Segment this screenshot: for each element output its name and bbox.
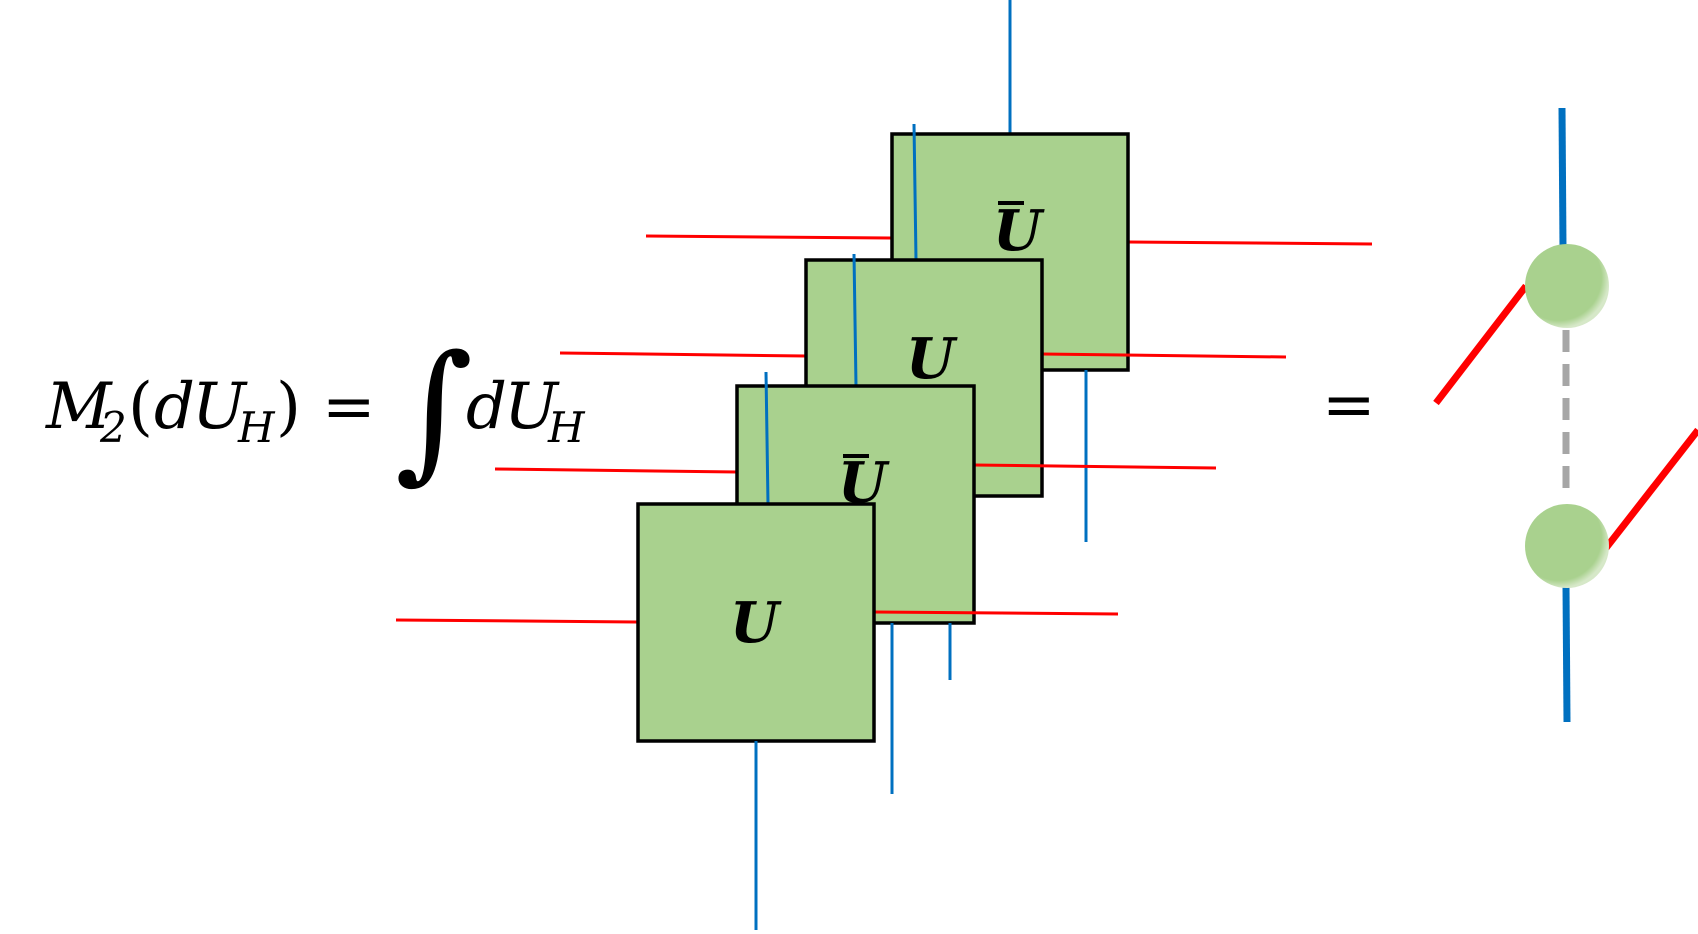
bottom-blue-leg <box>1562 585 1571 723</box>
top-red-leg <box>1433 283 1529 406</box>
rhs-equals: = <box>1322 368 1376 442</box>
lhs-paren-open: ( <box>128 370 153 444</box>
tensor-3-label: U <box>906 326 958 392</box>
tensor-3-top-wire <box>912 123 918 261</box>
tensor-3-input-wire <box>559 351 807 358</box>
measure-d: d <box>466 370 507 444</box>
tensor-2-top-wire <box>852 253 858 387</box>
lhs-measure-u: U <box>192 370 248 444</box>
tensor-4-label: U <box>993 198 1045 264</box>
measure-u: U <box>504 370 560 444</box>
tensor-2-output-wire <box>973 463 1217 470</box>
tensor-3-output-wire <box>1041 352 1287 359</box>
lhs-paren-close: ) <box>276 370 301 444</box>
tensor-1-label: U <box>730 590 782 656</box>
tensor-1-output-wire <box>873 610 1119 616</box>
bottom-node <box>1525 504 1609 588</box>
contracted-network <box>1433 107 1698 723</box>
equation-lhs: M 2 ( d U H ) = ∫ d U H <box>45 324 586 498</box>
tensor-1: U <box>395 371 1119 930</box>
lhs-measure-subscript: H <box>237 403 276 452</box>
bottom-red-leg <box>1603 427 1698 551</box>
top-blue-leg <box>1558 107 1567 249</box>
top-node <box>1525 244 1609 328</box>
measure-subscript: H <box>547 403 586 452</box>
integral-sign: ∫ <box>395 324 473 498</box>
tensor-1-input-wire <box>395 618 639 624</box>
tensor-2-input-wire <box>494 467 738 474</box>
tensor-4-input-wire <box>645 234 893 240</box>
tensor-4-output-wire <box>1127 240 1373 246</box>
moment-subscript: 2 <box>99 403 127 452</box>
tensor-1-box <box>636 502 876 743</box>
moment-symbol: M <box>45 370 113 444</box>
tensor-1-top-wire <box>764 371 770 505</box>
lhs-measure-d: d <box>154 370 195 444</box>
lhs-equals: = <box>322 370 376 444</box>
